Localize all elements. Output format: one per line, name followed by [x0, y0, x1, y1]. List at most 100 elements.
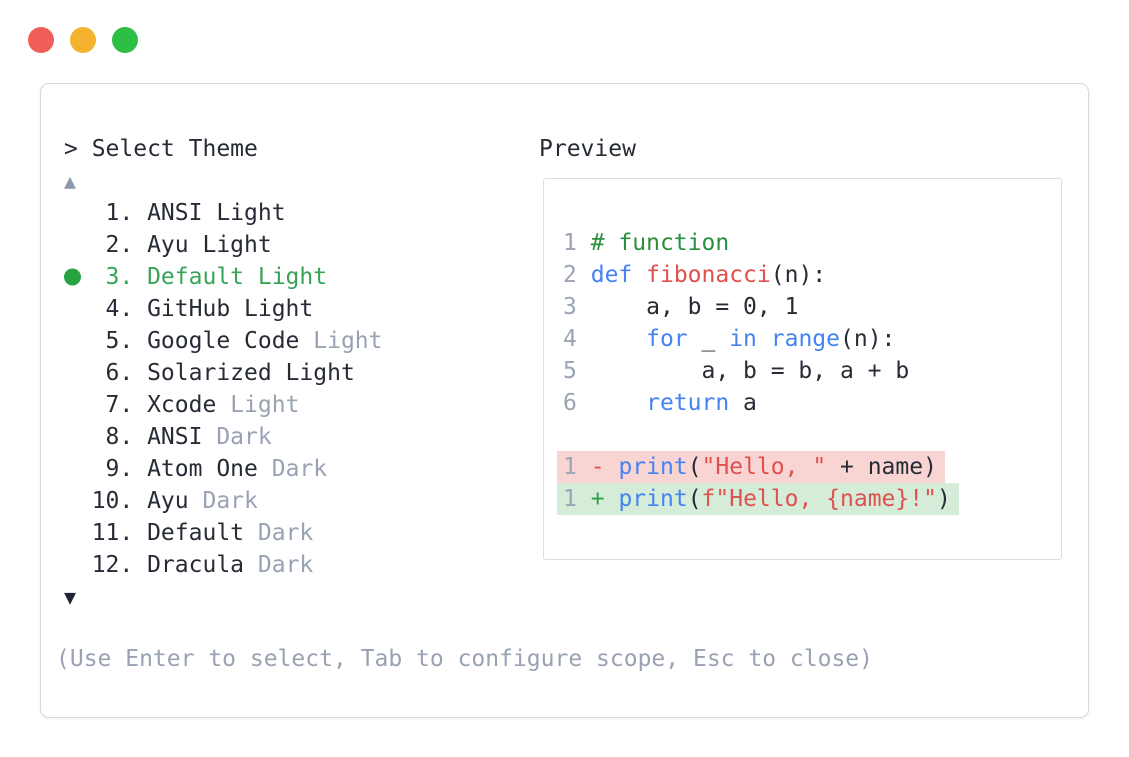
item-variant: Dark [257, 552, 314, 578]
theme-list-item[interactable]: 2. Ayu Light [64, 229, 383, 261]
item-name: Ayu [147, 488, 189, 514]
item-variant: Dark [202, 488, 258, 514]
theme-list-item[interactable]: 7. Xcode Light [64, 389, 383, 421]
item-number: 12 [91, 552, 120, 578]
code-token: ( [687, 454, 702, 480]
item-name: Google Code [147, 328, 300, 354]
item-marker [64, 421, 92, 453]
code-token [605, 486, 619, 512]
code-line: 5 a, b = b, a + b [563, 355, 1061, 387]
minimize-window-button[interactable] [70, 27, 96, 53]
scroll-up-indicator-icon[interactable]: ▲ [64, 169, 77, 193]
code-token: # function [590, 230, 730, 256]
item-number: 6 [105, 360, 120, 386]
code-line: 1 - print("Hello, " + name) [557, 451, 1061, 483]
item-number: 1 [105, 200, 120, 226]
item-number: 3 [105, 264, 120, 290]
item-name: Xcode [147, 392, 217, 418]
theme-list-item[interactable]: 9. Atom One Dark [64, 453, 383, 485]
line-number: 4 [563, 326, 577, 352]
code-token: + [590, 486, 605, 512]
code-token: ) [936, 486, 951, 512]
item-marker [64, 549, 92, 581]
code-line: 4 for _ in range(n): [563, 323, 1061, 355]
code-token: for [646, 326, 688, 352]
line-number: 1 [563, 454, 577, 480]
code-line: 1 # function [563, 227, 1061, 259]
code-token [591, 390, 646, 416]
code-line: 2 def fibonacci(n): [563, 259, 1061, 291]
code-token [591, 326, 646, 352]
line-number: 1 [563, 230, 577, 256]
select-theme-prompt: > Select Theme [64, 136, 258, 162]
code-line: 6 return a [563, 387, 1061, 419]
code-token: a [729, 390, 757, 416]
diff-removed-line: 1 - print("Hello, " + name) [557, 451, 945, 483]
theme-list-item[interactable]: 4. GitHub Light [64, 293, 383, 325]
item-variant: Dark [257, 520, 314, 546]
code-token [757, 326, 771, 352]
keyboard-hint-text: (Use Enter to select, Tab to configure s… [56, 646, 873, 672]
code-token: range [770, 326, 841, 352]
code-token: a, b = 0, 1 [590, 294, 799, 320]
selected-dot-icon [64, 268, 81, 286]
item-variant: Light [230, 392, 300, 418]
item-number: 11 [91, 520, 120, 546]
item-marker [64, 453, 92, 485]
line-number: 5 [563, 358, 577, 384]
item-name: Solarized Light [147, 360, 355, 386]
code-token: _ [687, 326, 730, 352]
code-token: a, b = b, a + b [590, 358, 910, 384]
code-token: f"Hello, {name}!" [701, 486, 937, 512]
close-window-button[interactable] [28, 27, 54, 53]
theme-list-item[interactable]: 10. Ayu Dark [64, 485, 383, 517]
code-token: in [729, 326, 757, 352]
selected-item-marker [64, 261, 92, 293]
line-number: 1 [563, 486, 577, 512]
item-name: Ayu Light [147, 232, 272, 258]
code-token: + name) [826, 454, 937, 480]
item-name: Dracula [147, 552, 245, 578]
code-token: def [590, 262, 633, 288]
theme-list-item[interactable]: 3. Default Light [64, 261, 383, 293]
code-line [563, 419, 1061, 451]
item-name: Default [147, 520, 245, 546]
item-name: ANSI [147, 424, 203, 450]
preview-label: Preview [539, 136, 636, 162]
item-number: 10 [91, 488, 120, 514]
item-variant: Light [313, 328, 383, 354]
item-variant: Dark [271, 456, 328, 482]
theme-list-item[interactable]: 1. ANSI Light [64, 197, 383, 229]
code-token: fibonacci [646, 262, 771, 288]
code-token: - [590, 454, 605, 480]
code-token: "Hello, " [701, 454, 827, 480]
item-marker [64, 325, 92, 357]
code-token [605, 454, 619, 480]
code-token: ( [687, 486, 702, 512]
item-name: GitHub Light [147, 296, 314, 322]
diff-added-line: 1 + print(f"Hello, {name}!") [557, 483, 959, 515]
item-number: 9 [105, 456, 120, 482]
item-marker [64, 197, 92, 229]
item-marker [64, 229, 92, 261]
code-line: 1 + print(f"Hello, {name}!") [557, 483, 1061, 515]
theme-list-item[interactable]: 12. Dracula Dark [64, 549, 383, 581]
code-token: return [646, 390, 730, 416]
line-number: 6 [563, 390, 577, 416]
theme-list-item[interactable]: 8. ANSI Dark [64, 421, 383, 453]
theme-list-item[interactable]: 11. Default Dark [64, 517, 383, 549]
scroll-down-indicator-icon[interactable]: ▼ [64, 585, 77, 609]
code-token: (n): [770, 262, 827, 288]
item-variant: Dark [216, 424, 272, 450]
item-name: Default Light [147, 264, 328, 290]
item-name: ANSI Light [147, 200, 286, 226]
zoom-window-button[interactable] [112, 27, 138, 53]
theme-list-item[interactable]: 5. Google Code Light [64, 325, 383, 357]
theme-list-item[interactable]: 6. Solarized Light [64, 357, 383, 389]
item-marker [64, 485, 92, 517]
